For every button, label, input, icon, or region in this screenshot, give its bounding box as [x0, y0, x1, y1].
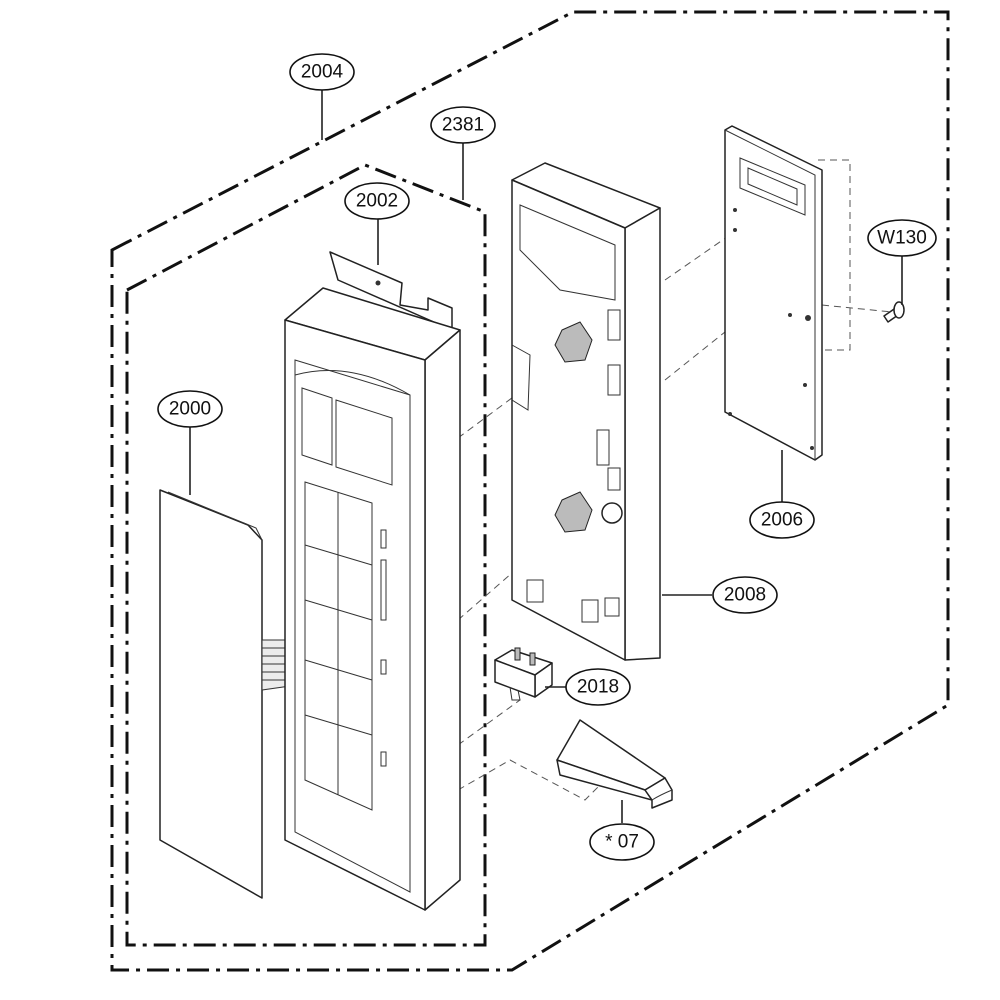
svg-text:2381: 2381 [442, 115, 484, 136]
callout-2004: 2004 [289, 53, 355, 91]
svg-text:W130: W130 [877, 228, 927, 249]
callout-2381: 2381 [430, 106, 496, 144]
part-2002-control-panel [284, 251, 461, 911]
callout-2006: 2006 [749, 501, 815, 539]
svg-text:2018: 2018 [577, 677, 619, 698]
part-07-clip [556, 719, 673, 809]
part-2006-pcb-board [724, 125, 823, 461]
part-w130-screw [883, 301, 905, 323]
part-2008-rear-frame [511, 162, 661, 661]
svg-text:2008: 2008 [724, 585, 766, 606]
inner-assembly-boundary [125, 163, 487, 947]
callout-w130: W130 [867, 219, 937, 257]
callout-2018: 2018 [565, 668, 631, 706]
part-2018-connector [494, 647, 553, 701]
svg-text:2006: 2006 [761, 510, 803, 531]
callout-2000: 2000 [157, 390, 223, 428]
svg-text:2004: 2004 [301, 62, 344, 83]
callout-2008: 2008 [712, 576, 778, 614]
callout-2002: 2002 [344, 182, 410, 220]
svg-text:2002: 2002 [356, 191, 398, 212]
leader-lines [189, 90, 903, 823]
callout-07: * 07 [589, 823, 655, 861]
outer-assembly-boundary [110, 10, 950, 972]
svg-text:2000: 2000 [169, 399, 211, 420]
svg-text:* 07: * 07 [605, 832, 639, 853]
